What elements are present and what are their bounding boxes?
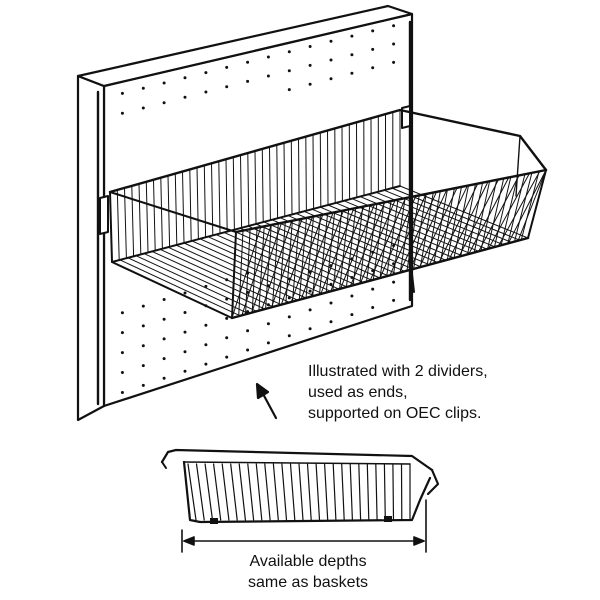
depth-dimension [181,499,427,553]
wire-basket [108,108,548,320]
pegboard-panel [76,4,414,422]
illustration-caption: Illustrated with 2 dividers, used as end… [308,361,488,424]
depths-line-2: same as baskets [247,574,369,591]
depths-line-1: Available depths [249,553,367,570]
divider-wires [187,463,411,521]
depths-caption: Available depths same as baskets [240,551,376,593]
oec-clip-right [401,105,411,129]
oec-clip-left [99,195,109,235]
caption-line-2: used as ends, [308,384,408,401]
divider-profile [160,448,440,524]
pointer-arrow [255,382,278,420]
caption-line-3: supported on OEC clips. [308,405,482,422]
caption-line-1: Illustrated with 2 dividers, [308,363,488,380]
basket-wire-mesh [109,109,547,319]
